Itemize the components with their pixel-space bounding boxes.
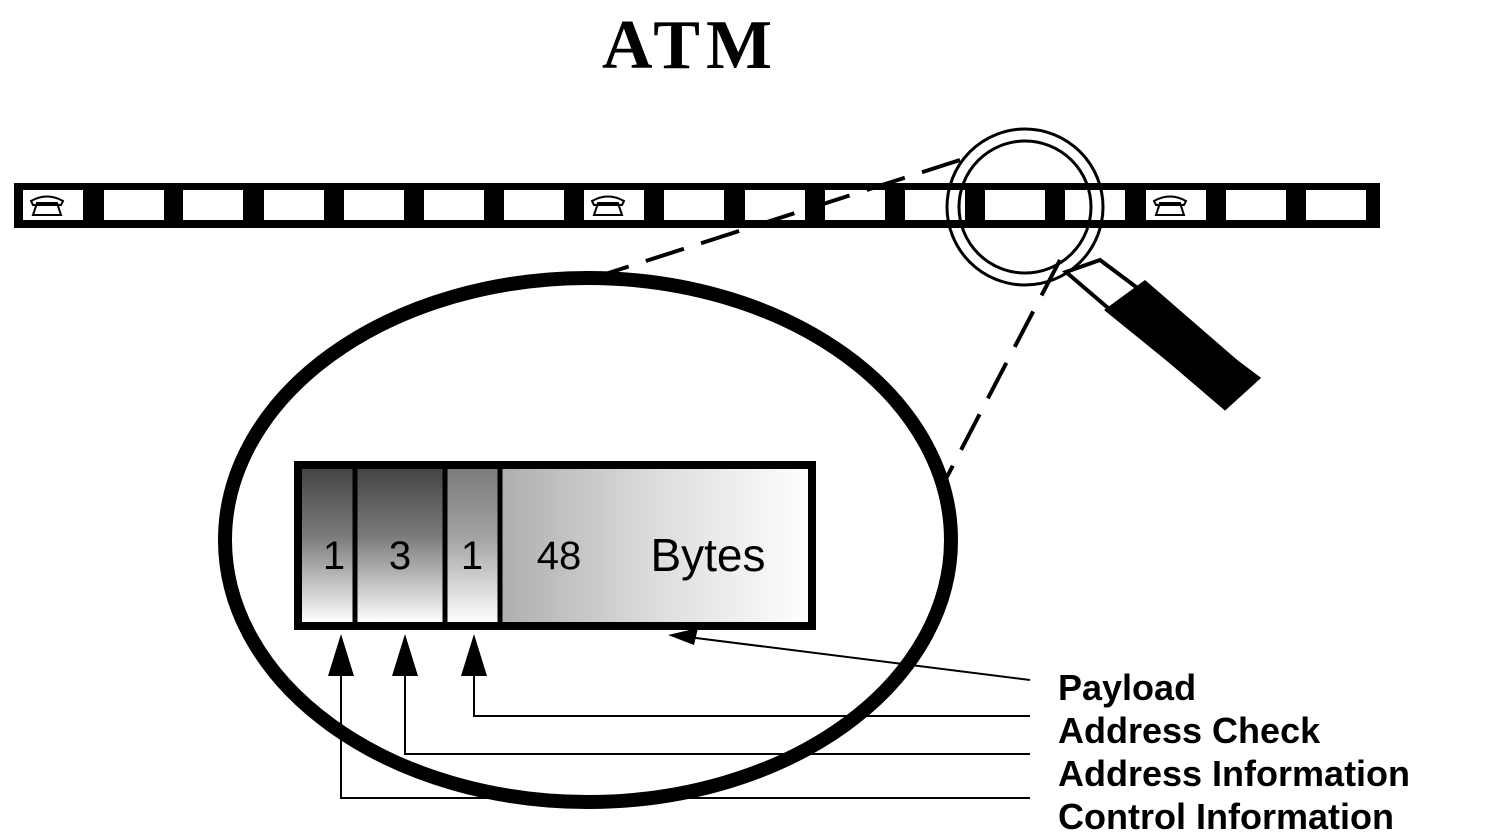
label-address-check: Address Check bbox=[1058, 710, 1321, 751]
stream-cell bbox=[1306, 190, 1366, 220]
stream-cell bbox=[1065, 190, 1125, 220]
stream-cell bbox=[344, 190, 404, 220]
cell-stream bbox=[14, 183, 1380, 228]
label-address-information: Address Information bbox=[1058, 753, 1410, 794]
stream-cell bbox=[1226, 190, 1286, 220]
stream-cell bbox=[424, 190, 484, 220]
stream-cell bbox=[825, 190, 885, 220]
stream-cell bbox=[183, 190, 243, 220]
field-check-size: 1 bbox=[461, 534, 483, 578]
magnifier-icon bbox=[947, 129, 1258, 408]
stream-cell bbox=[264, 190, 324, 220]
field-payload-size: 48 bbox=[537, 534, 582, 578]
page-title: ATM bbox=[602, 7, 778, 84]
field-unit-label: Bytes bbox=[650, 529, 765, 581]
stream-cell bbox=[985, 190, 1045, 220]
label-payload: Payload bbox=[1058, 667, 1196, 708]
field-address-size: 3 bbox=[389, 534, 411, 578]
stream-cell bbox=[504, 190, 564, 220]
stream-cell bbox=[745, 190, 805, 220]
stream-cell bbox=[905, 190, 965, 220]
label-control-information: Control Information bbox=[1058, 796, 1394, 837]
stream-cell bbox=[104, 190, 164, 220]
field-control-size: 1 bbox=[323, 534, 345, 578]
stream-cell bbox=[664, 190, 724, 220]
atm-cell: 1 3 1 48 Bytes bbox=[298, 465, 812, 626]
cell-stream-cells bbox=[23, 190, 1366, 220]
